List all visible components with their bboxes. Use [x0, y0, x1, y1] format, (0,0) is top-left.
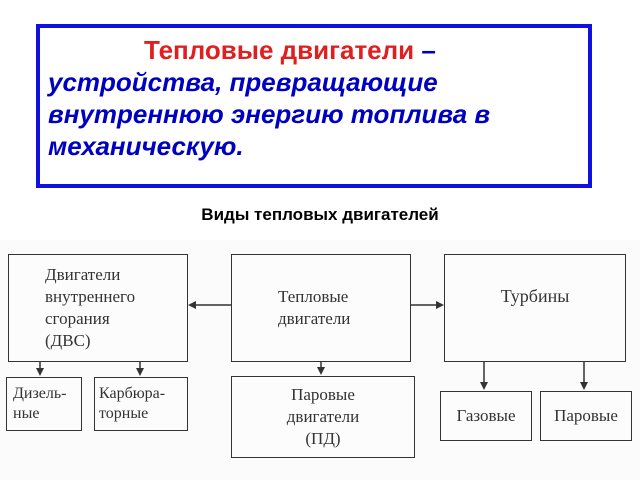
node-carburetor: Карбюра- торные: [94, 377, 188, 431]
definition-line-4: механическую.: [48, 131, 244, 161]
definition-box: Тепловые двигатели – устройства, превращ…: [36, 24, 592, 188]
node-heat-engines: Тепловые двигатели: [231, 254, 411, 362]
node-turbines: Турбины: [444, 254, 626, 362]
node-steam: Паровые: [540, 391, 632, 441]
definition-term: Тепловые двигатели: [144, 35, 415, 65]
definition-line-1: Тепловые двигатели –: [48, 34, 580, 66]
diagram-subtitle: Виды тепловых двигателей: [201, 205, 439, 224]
node-steam-engines: Паровые двигатели (ПД): [231, 376, 415, 458]
node-gas: Газовые: [440, 391, 532, 441]
definition-line-3: внутреннюю энергию топлива в: [48, 99, 491, 129]
definition-dash: –: [414, 35, 436, 65]
node-diesel: Дизель- ные: [6, 377, 82, 431]
node-dvs: Двигатели внутреннего сгорания (ДВС): [8, 254, 188, 362]
definition-line-2: устройства, превращающие: [48, 67, 438, 97]
